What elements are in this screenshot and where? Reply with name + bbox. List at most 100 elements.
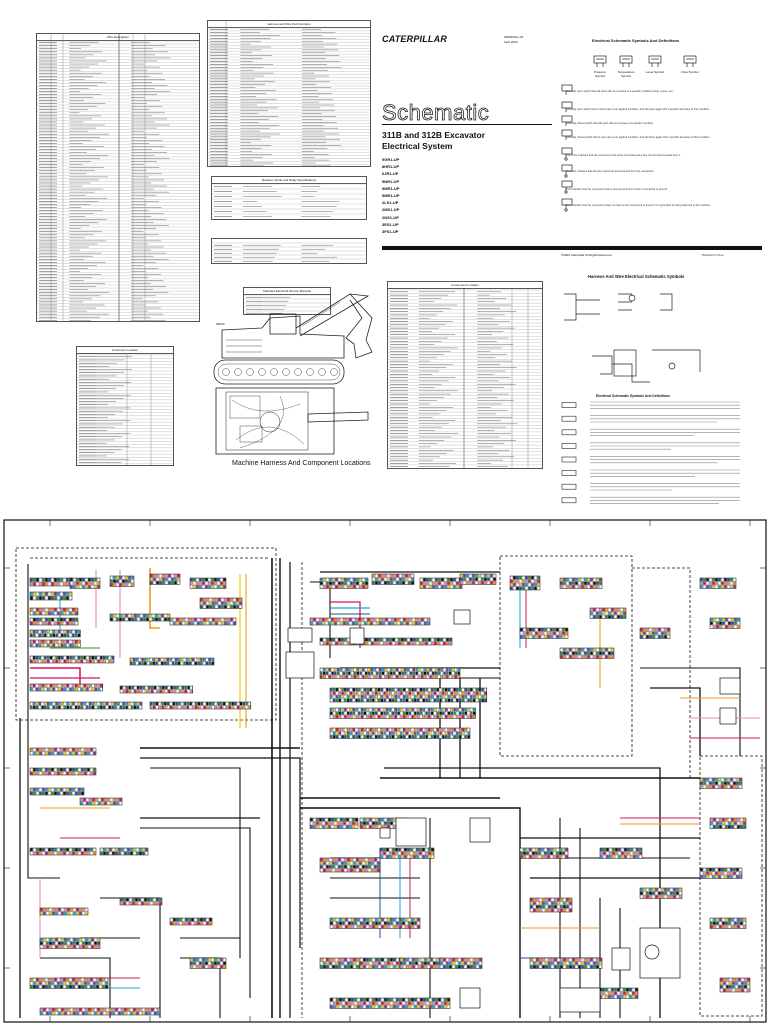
connector-pin <box>433 731 437 735</box>
connector-pin <box>408 735 412 739</box>
connector-pin <box>57 621 60 625</box>
connector-pin <box>467 698 470 702</box>
connector-pin <box>46 643 50 647</box>
connector-pin <box>234 705 237 709</box>
connector-pin <box>418 618 421 622</box>
table-grid <box>208 21 370 166</box>
connector-pin <box>69 659 72 663</box>
connector-pin <box>572 585 575 589</box>
connector-pin <box>203 661 206 665</box>
connector-pin <box>208 658 211 662</box>
connector-pin <box>86 684 89 688</box>
connector-pin <box>446 671 449 675</box>
connector-pin <box>721 578 724 582</box>
connector-pin <box>144 898 147 902</box>
connector-pin <box>313 821 316 825</box>
connector-pin <box>60 768 63 772</box>
connector-pin <box>626 991 629 995</box>
connector-pin <box>49 705 53 709</box>
connector-pin <box>202 578 205 582</box>
connector-pin <box>344 688 347 692</box>
connector-pin <box>194 658 197 662</box>
connector-pin <box>75 618 78 622</box>
connector-pin <box>330 1001 333 1005</box>
connector-pin <box>335 868 338 872</box>
connector-pin <box>405 574 408 578</box>
connector-pin <box>75 748 78 752</box>
connector-pin <box>60 630 64 634</box>
connector-pin <box>390 1001 393 1005</box>
connector-pin <box>346 618 349 622</box>
connector-pin <box>182 618 185 622</box>
connector-pin <box>330 925 333 929</box>
connector-block <box>199 597 243 609</box>
connector-pin <box>335 695 339 699</box>
connector-pin <box>179 689 182 693</box>
connector-body <box>149 701 252 710</box>
connector-pin <box>403 691 406 695</box>
connector-pin <box>58 941 61 945</box>
connector-pin <box>329 865 332 869</box>
connector-pin <box>328 818 331 822</box>
connector-pin <box>341 965 344 969</box>
connector-pin <box>57 981 60 985</box>
connector-pin <box>128 614 131 618</box>
connector-pin <box>112 1011 115 1015</box>
connector-pin <box>624 855 627 859</box>
connector-pin <box>467 728 470 732</box>
connector-pin <box>449 965 452 969</box>
connector-pin <box>456 695 459 699</box>
connector-pin <box>393 961 396 965</box>
connector-pin <box>43 1011 46 1015</box>
connector-pin <box>626 995 629 999</box>
connector-pin <box>380 715 384 719</box>
connector-pin <box>128 689 131 693</box>
connector-pin <box>79 585 82 589</box>
connector-pin <box>411 735 414 739</box>
connector-pin <box>55 945 58 949</box>
connector-pin <box>401 855 404 859</box>
connector-pin <box>97 659 100 663</box>
connector-pin <box>49 643 53 647</box>
connector-pin <box>69 851 72 855</box>
connector-pin <box>374 868 377 872</box>
connector-pin <box>221 618 224 622</box>
definition-icon <box>561 443 577 449</box>
connector-pin <box>380 728 384 732</box>
connector-pin <box>352 695 356 699</box>
connector-pin <box>78 978 81 982</box>
connector-pin <box>90 748 93 752</box>
terminal <box>564 174 568 178</box>
connector-pin <box>30 978 33 982</box>
connector-pin <box>713 621 716 625</box>
connector-pin <box>338 578 341 582</box>
connector-pin <box>190 581 193 585</box>
connector-body <box>439 957 483 969</box>
connector-pin <box>424 618 427 622</box>
connector-block <box>119 685 194 694</box>
connector-pin <box>154 1008 157 1012</box>
connector-pin <box>191 918 194 922</box>
connector-pin <box>60 656 64 660</box>
connector-pin <box>313 818 316 822</box>
connector-pin <box>49 630 53 634</box>
connector-pin <box>397 731 400 735</box>
connector-pin <box>176 621 179 625</box>
connector-pin <box>330 1005 333 1009</box>
connector-pin <box>534 586 537 590</box>
connector-pin <box>553 635 556 639</box>
connector-pin <box>522 579 525 583</box>
connector-pin <box>72 791 75 795</box>
connector-pin <box>79 938 82 942</box>
connector-pin <box>352 711 356 715</box>
connector-pin <box>560 898 563 902</box>
connector-pin <box>352 691 356 695</box>
connector-pin <box>66 702 69 706</box>
connector-pin <box>355 818 358 822</box>
connector-pin <box>79 1008 82 1012</box>
connector-pin <box>383 851 386 855</box>
connector-pin <box>70 911 73 915</box>
connector-pin <box>442 691 445 695</box>
connector-pin <box>118 851 121 855</box>
connector-pin <box>569 908 572 912</box>
